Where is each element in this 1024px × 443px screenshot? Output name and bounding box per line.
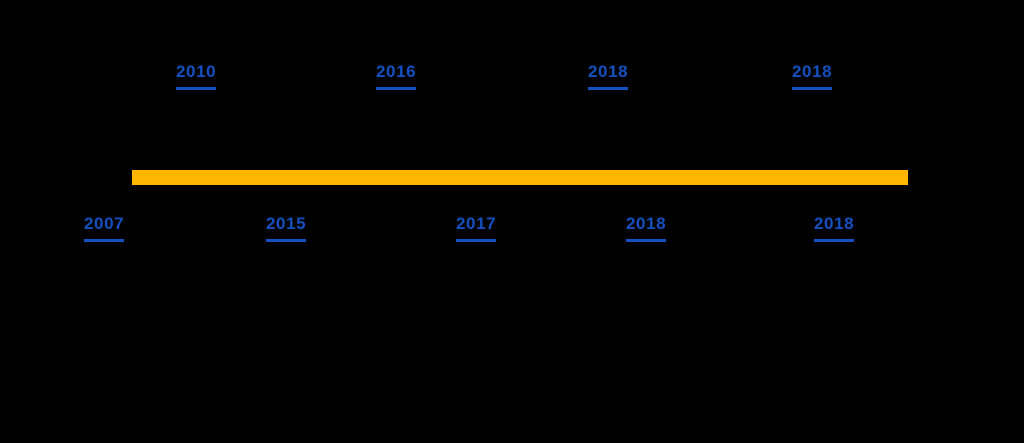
timeline-axis-bar [132,170,908,185]
milestone-underline-rule [814,239,854,242]
milestone-year-label: 2015 [266,214,307,233]
milestone-underline-rule [266,239,306,242]
milestone-marker-below-2[interactable]: 2015 [266,214,456,251]
milestone-year-label: 2017 [456,214,497,233]
milestone-marker-above-2[interactable]: 2016 [376,62,566,99]
milestone-underline-rule [376,87,416,90]
milestone-underline-rule [626,239,666,242]
milestone-marker-above-1[interactable]: 2010 [176,62,366,99]
milestone-underline-rule [588,87,628,90]
milestone-marker-above-3[interactable]: 2018 [588,62,778,99]
milestone-underline-rule [792,87,832,90]
milestone-year-label: 2018 [626,214,667,233]
milestone-year-label: 2018 [792,62,833,81]
milestone-marker-above-4[interactable]: 2018 [792,62,982,99]
milestone-marker-below-3[interactable]: 2017 [456,214,646,251]
milestone-marker-below-5[interactable]: 2018 [814,214,1004,251]
milestone-year-label: 2010 [176,62,217,81]
milestone-year-label: 2016 [376,62,417,81]
milestone-year-label: 2018 [814,214,855,233]
milestone-underline-rule [84,239,124,242]
milestone-marker-below-4[interactable]: 2018 [626,214,816,251]
milestone-marker-below-1[interactable]: 2007 [84,214,274,251]
milestone-year-label: 2007 [84,214,125,233]
milestone-underline-rule [456,239,496,242]
milestone-year-label: 2018 [588,62,629,81]
milestone-underline-rule [176,87,216,90]
